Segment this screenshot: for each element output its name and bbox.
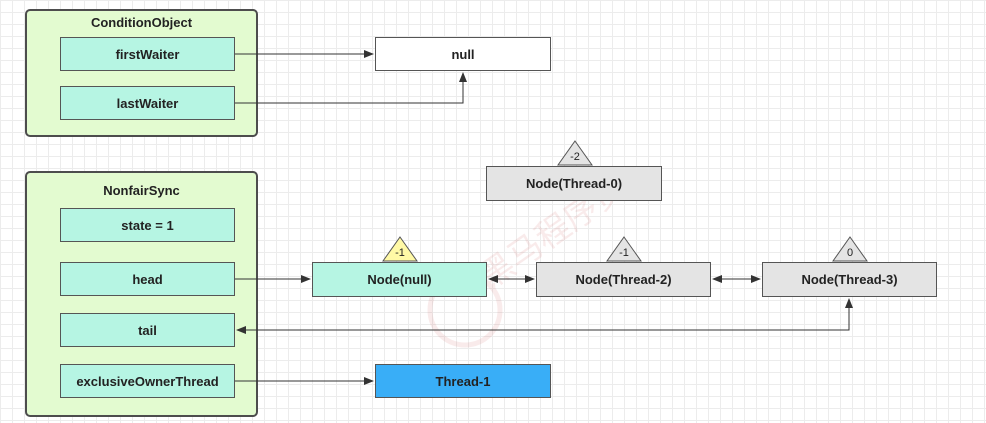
arrow-tail — [236, 298, 853, 334]
badge-node-null-label: -1 — [395, 247, 405, 259]
node-thread-0: Node(Thread-0) — [486, 166, 662, 201]
nonfair-sync-title: NonfairSync — [103, 183, 180, 198]
arrow-last-waiter — [235, 72, 467, 104]
badge-thread-0-label: -2 — [570, 151, 580, 163]
thread-1-node: Thread-1 — [375, 364, 551, 398]
node-null: Node(null) — [312, 262, 487, 297]
condition-object-title: ConditionObject — [90, 15, 193, 30]
node-thread-2: Node(Thread-2) — [536, 262, 711, 297]
badge-thread-0: -2 — [557, 140, 593, 166]
tail-field: tail — [60, 313, 235, 347]
badge-node-null: -1 — [382, 236, 418, 262]
badge-thread-3: 0 — [832, 236, 868, 262]
exclusive-owner-thread-field: exclusiveOwnerThread — [60, 364, 235, 398]
state-field: state = 1 — [60, 208, 235, 242]
badge-thread-2-label: -1 — [619, 247, 629, 259]
last-waiter-field: lastWaiter — [60, 86, 235, 120]
null-node: null — [375, 37, 551, 71]
first-waiter-field: firstWaiter — [60, 37, 235, 71]
node-thread-3: Node(Thread-3) — [762, 262, 937, 297]
head-field: head — [60, 262, 235, 296]
badge-thread-3-label: 0 — [846, 247, 854, 259]
badge-thread-2: -1 — [606, 236, 642, 262]
